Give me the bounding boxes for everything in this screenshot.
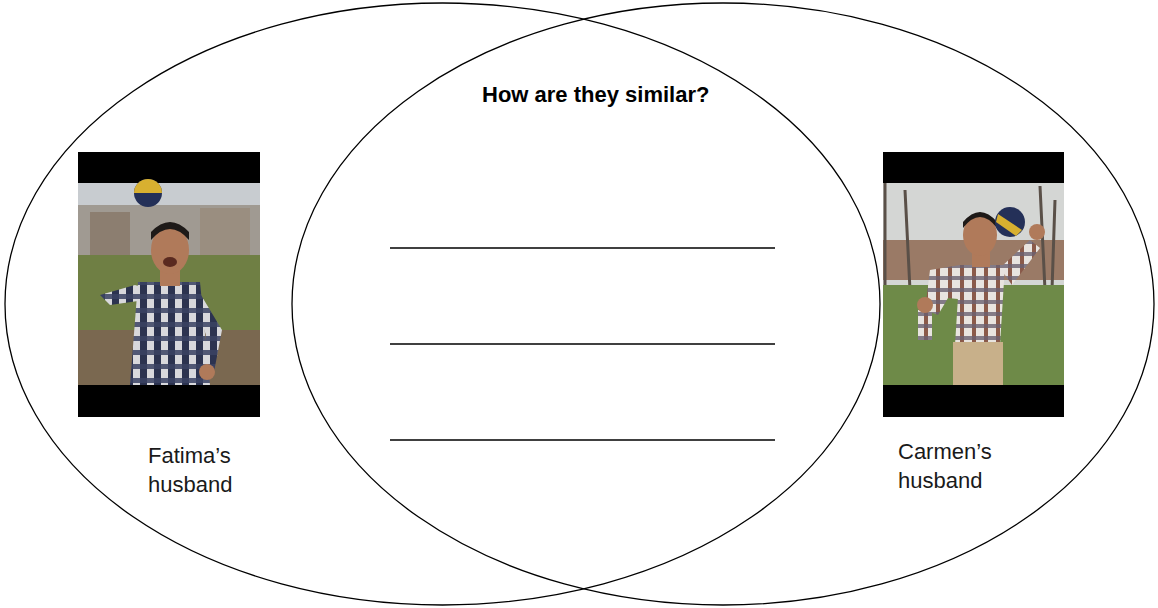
photo-right (883, 152, 1064, 417)
question-heading: How are they similar? (482, 82, 709, 108)
venn-circle: Fatima’s husband (4, 2, 881, 606)
photo-left (78, 152, 260, 417)
circle-outline (5, 3, 880, 605)
answer-lines (390, 248, 775, 440)
set-label: Fatima’s husband (148, 442, 260, 499)
circle-outline (292, 3, 1154, 605)
venn-circle: Carmen’s husband (291, 2, 1155, 606)
set-label: Carmen’s husband (898, 438, 1010, 495)
circle-outline (291, 2, 1155, 606)
circle-outline (4, 2, 881, 606)
